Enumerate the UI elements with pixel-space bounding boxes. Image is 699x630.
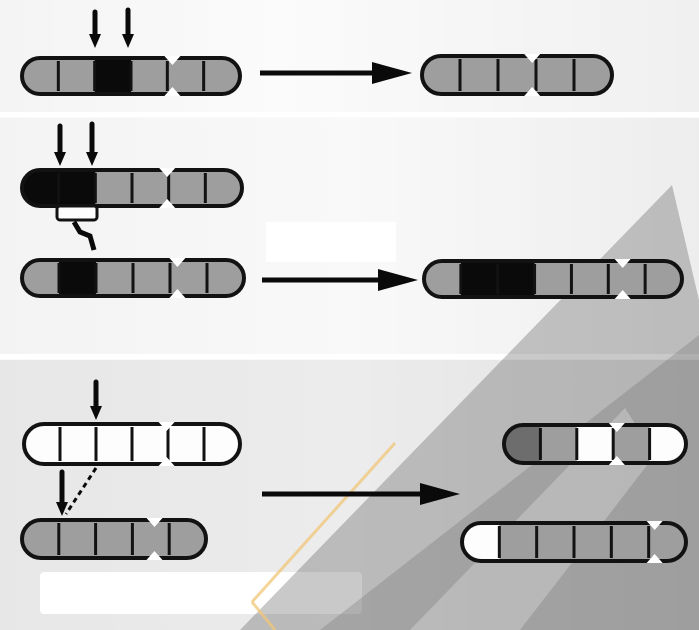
right-arrow-icon xyxy=(372,62,412,84)
chromosome-band xyxy=(58,58,96,94)
chromosome-band xyxy=(133,260,171,296)
chromosome-band xyxy=(131,58,168,94)
chromosome-band xyxy=(571,261,609,297)
exchange-path xyxy=(64,467,98,515)
chromosome-band xyxy=(613,425,651,463)
down-arrow-icon xyxy=(86,152,98,166)
result-chromosome xyxy=(420,54,614,96)
down-arrow-icon xyxy=(54,152,66,166)
moving-fragment xyxy=(55,204,99,222)
right-arrow-icon xyxy=(420,483,460,505)
chromosome-band xyxy=(574,523,612,561)
down-arrow-icon xyxy=(56,502,68,516)
chromosome-band xyxy=(59,260,97,296)
chromosome-band xyxy=(608,261,646,297)
chromosome-band xyxy=(498,56,537,94)
chromosome-band xyxy=(167,58,205,94)
result-chromosome-top xyxy=(502,423,688,465)
chromosome-band xyxy=(132,424,169,464)
chromosome-band xyxy=(132,520,170,558)
chromosome-band xyxy=(95,520,133,558)
chromosome-band xyxy=(132,170,170,206)
chromosome-band xyxy=(168,424,205,464)
chromosome-band xyxy=(168,170,206,206)
chromosome-band xyxy=(611,523,650,561)
target-chromosome xyxy=(20,518,208,560)
down-arrow-icon xyxy=(90,406,102,420)
chromosome-band xyxy=(576,425,614,463)
down-arrow-icon xyxy=(89,34,101,48)
chromosome-band xyxy=(499,523,538,561)
chromosome-band xyxy=(540,425,578,463)
chromosome-band xyxy=(460,56,499,94)
chromosome-band xyxy=(536,56,575,94)
down-arrow-icon xyxy=(122,34,134,48)
chromosome-band xyxy=(96,260,134,296)
target-chromosome xyxy=(20,258,246,298)
chromosome-band xyxy=(60,424,97,464)
chromosome-band xyxy=(170,260,208,296)
panel-divider xyxy=(0,112,699,117)
blank-label-area xyxy=(40,572,362,614)
chromosome-band xyxy=(96,424,133,464)
chromosome-band xyxy=(94,58,132,94)
chromosome-band xyxy=(497,261,536,297)
insertion-path xyxy=(71,220,97,251)
source-chromosome xyxy=(20,56,242,96)
source-chromosome xyxy=(20,168,244,208)
chromosome-band xyxy=(58,170,96,206)
chromosome-band xyxy=(460,261,499,297)
panel-divider xyxy=(0,354,699,359)
result-chromosome-bottom xyxy=(460,521,688,563)
chromosome-band xyxy=(58,520,97,558)
source-chromosome xyxy=(22,422,242,466)
chromosome-band xyxy=(95,170,133,206)
chromosome-band xyxy=(534,261,572,297)
result-chromosome xyxy=(422,259,684,299)
chromosome-band xyxy=(536,523,575,561)
right-arrow-icon xyxy=(378,269,418,291)
blank-label-area xyxy=(266,222,396,262)
